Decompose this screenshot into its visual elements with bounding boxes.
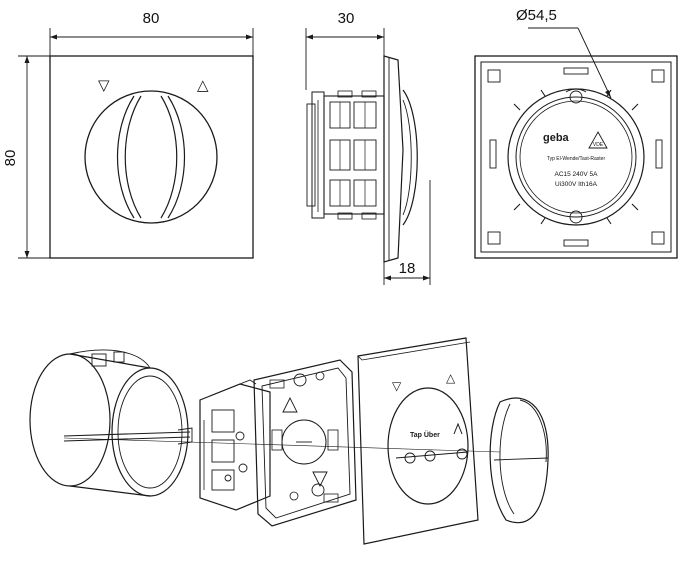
plate-up-arrow: △	[446, 371, 456, 385]
rating-line: AC15 240V 5A	[554, 171, 598, 178]
front-view: 80 80 ▽ △	[2, 10, 254, 259]
support-frame	[253, 359, 357, 527]
front-frame	[49, 55, 254, 259]
plate-label: Tap Über	[410, 430, 440, 439]
rear-view: Ø54,5 geba VDE Typ El-Wende/Tast-Raster …	[474, 7, 678, 259]
front-width-label: 80	[143, 10, 160, 27]
rocker-button	[489, 397, 549, 524]
rocker-circle	[84, 90, 218, 224]
flush-box	[29, 349, 193, 497]
side-front-depth-label: 18	[399, 260, 416, 277]
cover-plate: ▽ △ Tap Über	[357, 337, 479, 545]
down-arrow-symbol: ▽	[98, 76, 110, 94]
exploded-view: ▽ △ Tap Über	[29, 337, 549, 545]
brand-label: geba	[543, 132, 570, 144]
type-line: Typ El-Wende/Tast-Raster	[547, 156, 606, 162]
side-view: 30 18	[305, 10, 431, 285]
side-depth-label: 30	[338, 10, 355, 27]
switch-mechanism	[199, 379, 271, 511]
front-height-label: 80	[2, 150, 19, 167]
plate-down-arrow: ▽	[392, 379, 402, 393]
cert-mark: VDE	[593, 142, 604, 148]
insert-diameter-label: Ø54,5	[516, 7, 557, 24]
up-arrow-symbol: △	[197, 76, 209, 94]
insulation-line: Ui300V Ith16A	[555, 181, 598, 188]
